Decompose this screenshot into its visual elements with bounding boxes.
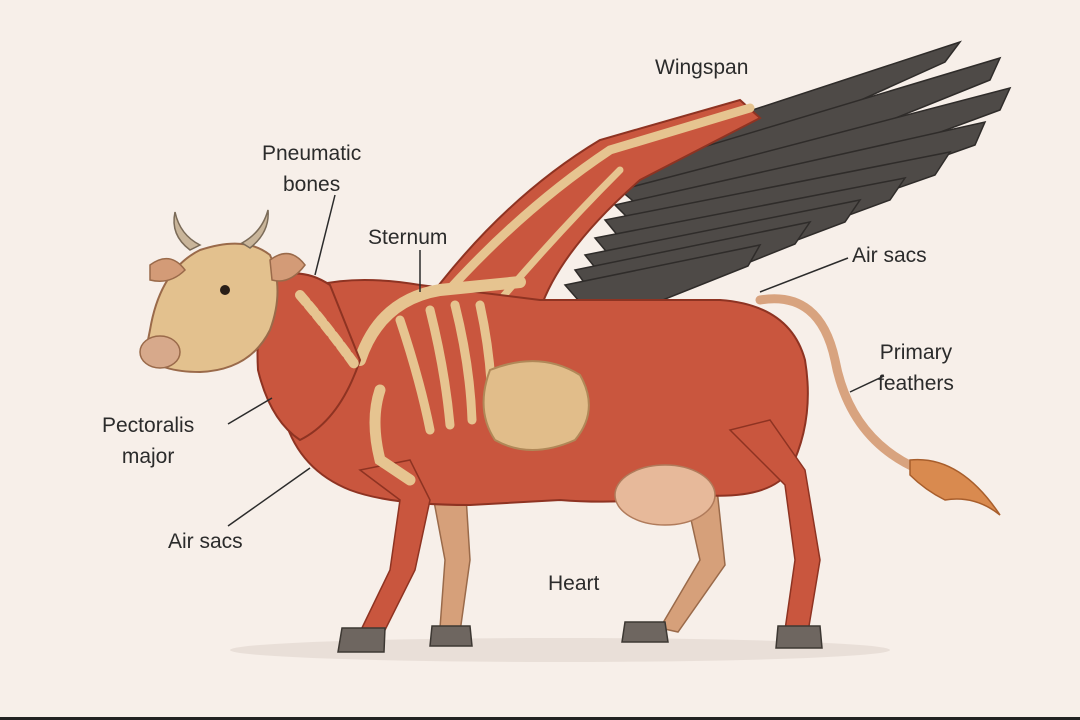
horn-left [173,211,202,251]
ear-right [269,252,306,282]
ground-shadow [230,638,890,662]
label-air-sacs-left: Air sacs [168,530,243,553]
wing-bone [435,103,755,305]
bottom-edge-bar [0,717,1080,720]
spine-vertebrae [295,290,360,370]
label-sternum: Sternum [368,226,448,249]
horn-right [240,209,269,249]
udder [614,464,716,526]
tail-tuft [909,458,1001,516]
leader-lines [227,194,885,527]
hooves [337,621,823,653]
sternum-bone [354,276,526,366]
eye [220,285,230,295]
snout [139,335,181,369]
label-pneumatic-bones: Pneumatic bones [262,142,362,196]
label-air-sacs-right: Air sacs [852,244,927,267]
label-wingspan: Wingspan [655,56,749,79]
ear-left [149,257,186,282]
shoulder-bones [369,384,416,486]
label-heart: Heart [548,572,600,595]
tail [755,294,925,475]
label-primary-feathers: Primary feathers [878,341,954,395]
heart-organ [482,360,590,451]
label-pectoralis-major: Pectoralis major [102,414,195,468]
wing-feathers [563,40,1012,326]
